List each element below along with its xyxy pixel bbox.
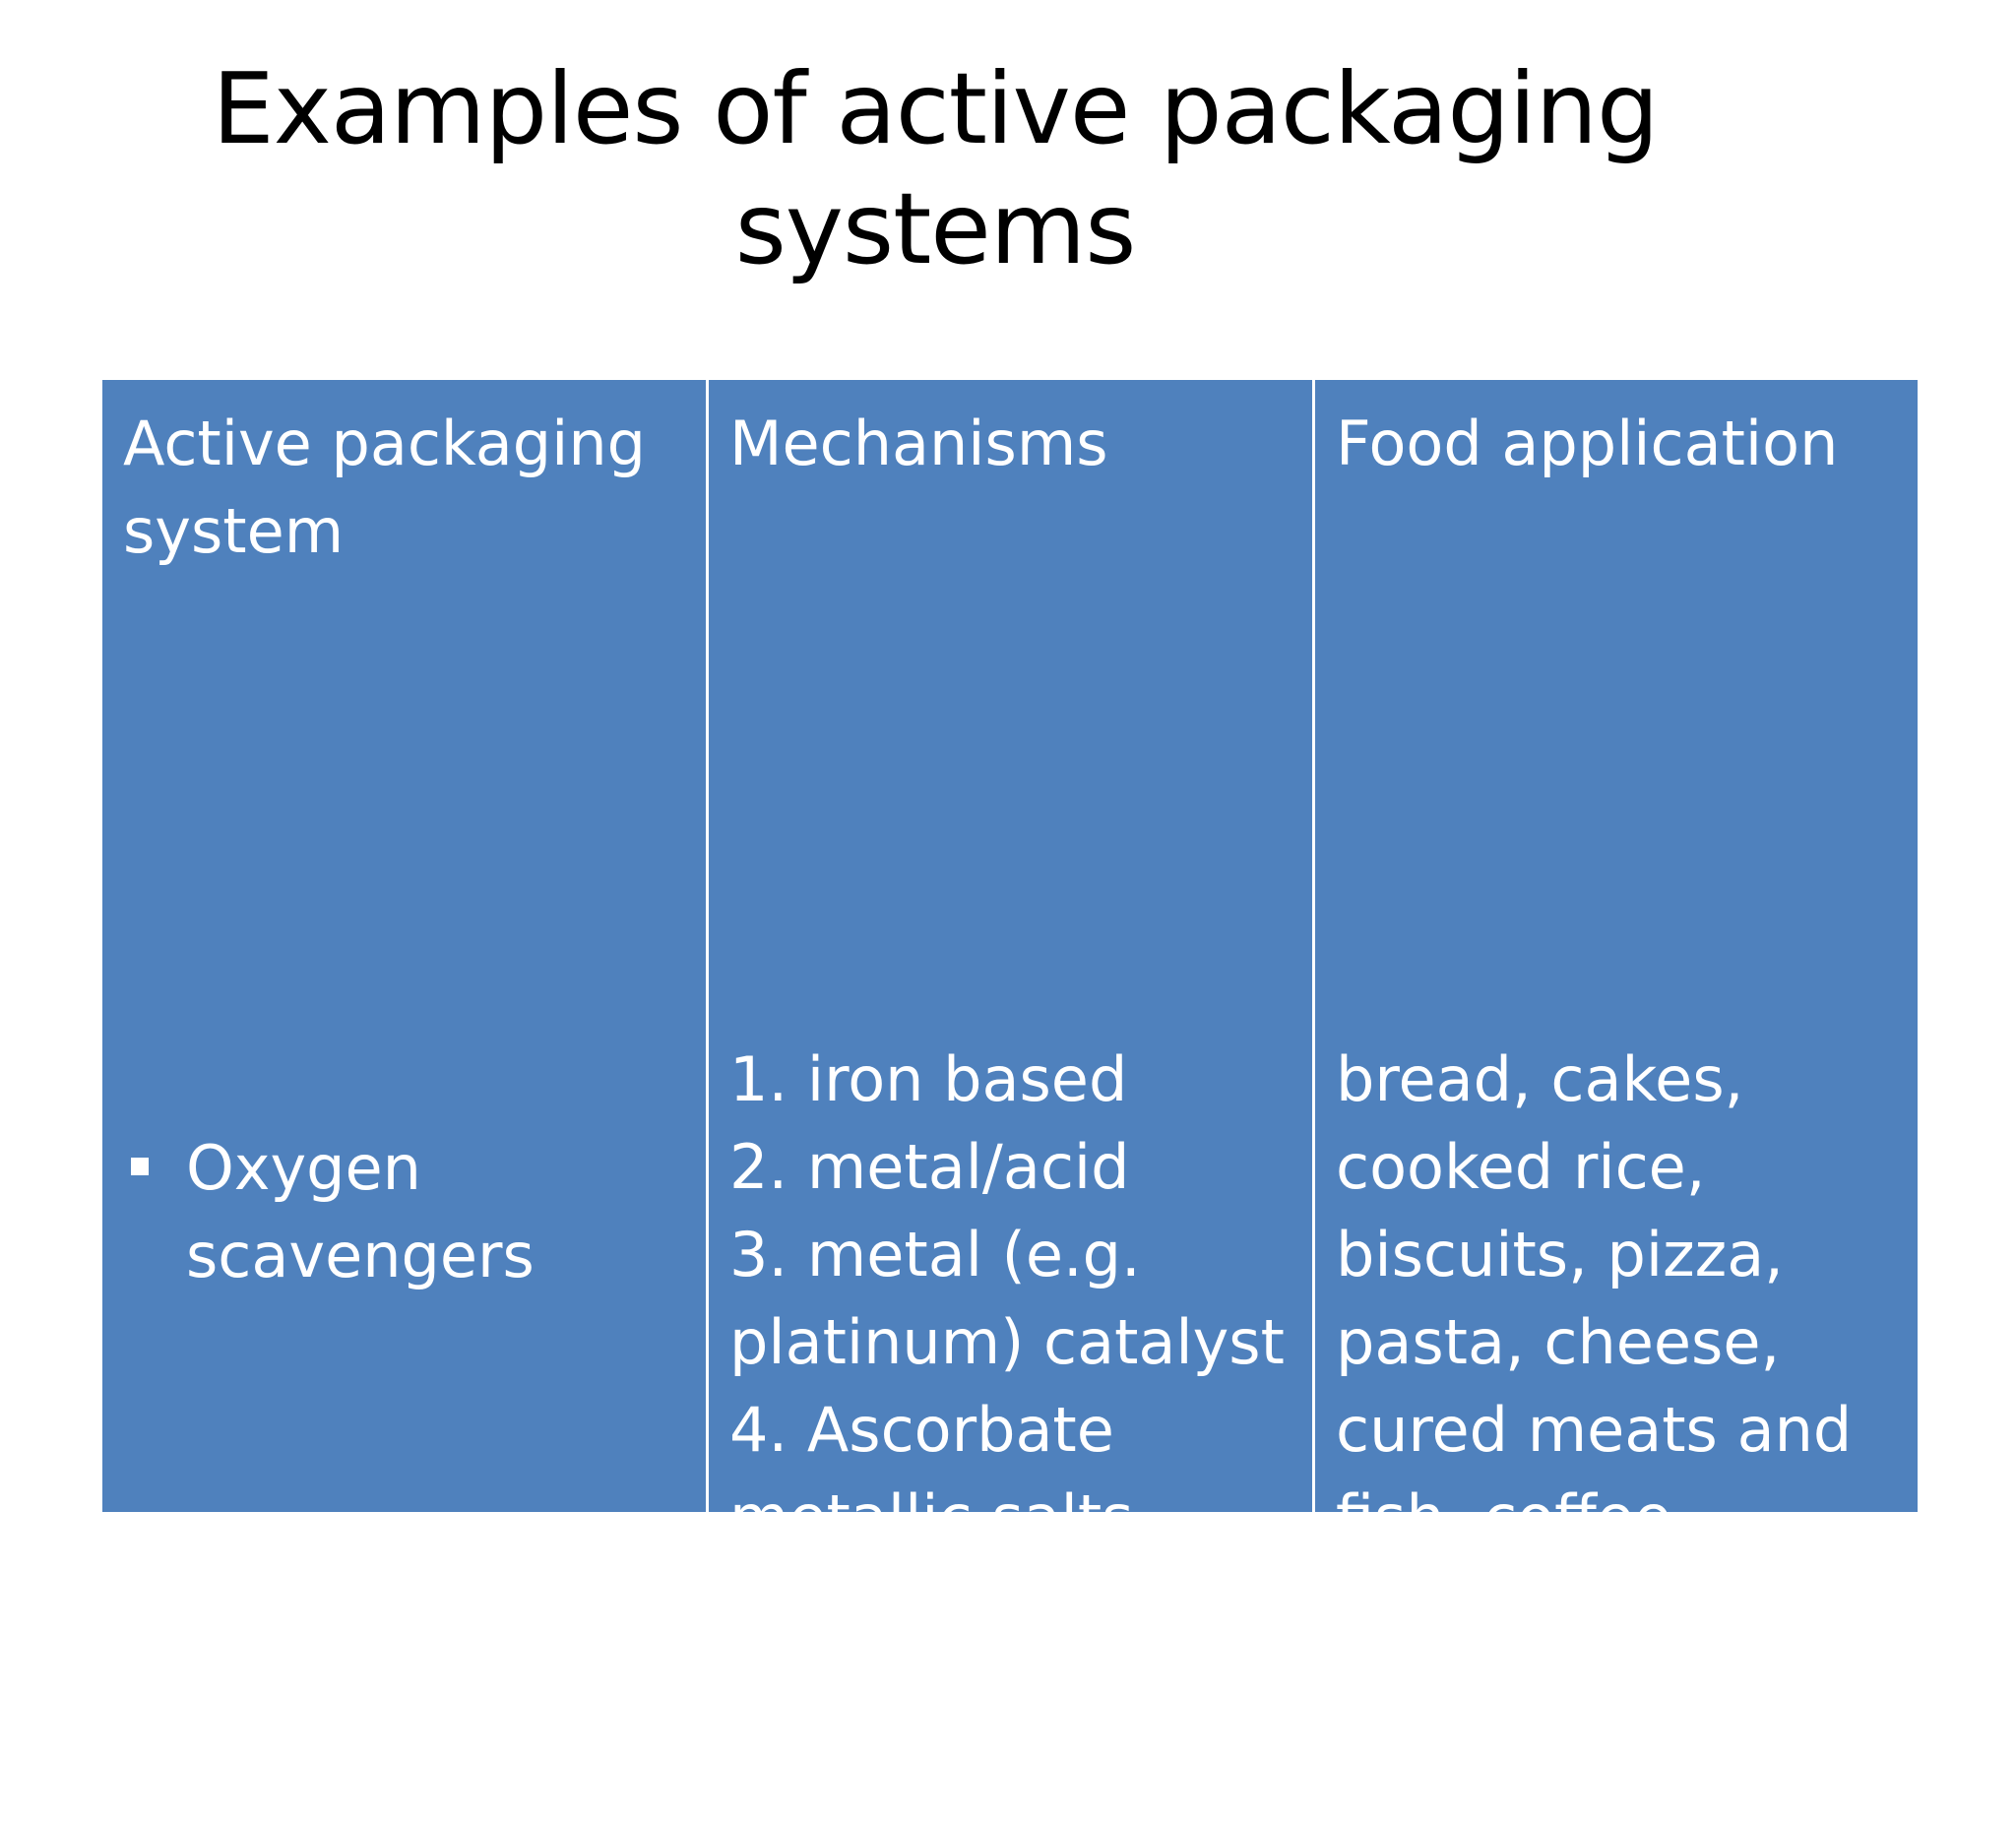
header-line: Active packaging — [123, 408, 646, 479]
header-line: system — [123, 495, 345, 567]
application-line: foods and — [1336, 1657, 1637, 1729]
header-line: Mechanisms — [729, 408, 1108, 479]
application-line: bread, cakes, — [1336, 1043, 1744, 1115]
system-cell: Oxygen scavengers — [123, 1124, 689, 1299]
header-mechanisms: Mechanisms — [729, 400, 1291, 487]
application-line: snack foods, dried — [1336, 1569, 1895, 1641]
application-line: cooked rice, — [1336, 1131, 1706, 1203]
column-divider — [706, 380, 709, 1512]
header-line: Food application — [1336, 408, 1839, 479]
active-packaging-table: Active packaging system Oxygen scavenger… — [102, 380, 1918, 1816]
application-line: cured meats and — [1336, 1394, 1853, 1466]
slide-title: Examples of active packaging systems — [148, 49, 1723, 289]
square-bullet-icon — [131, 1158, 149, 1175]
header-active-packaging-system: Active packaging system — [123, 400, 684, 575]
application-line: biscuits, pizza, — [1336, 1219, 1784, 1290]
mechanism-line: metallic salts — [729, 1481, 1134, 1553]
slide-title-line-1: Examples of active packaging — [212, 51, 1660, 166]
column-active-packaging-system: Active packaging system Oxygen scavenger… — [102, 380, 706, 1512]
system-line: scavengers — [186, 1220, 535, 1291]
mechanism-line: platinum) catalyst — [729, 1306, 1285, 1378]
header-food-application: Food application — [1336, 400, 1897, 487]
food-application-cell: bread, cakes, cooked rice, biscuits, piz… — [1336, 1036, 1902, 1824]
system-line: Oxygen — [186, 1132, 421, 1204]
application-line: Beverages. — [1336, 1744, 1679, 1816]
mechanism-line: 1. iron based — [729, 1043, 1128, 1115]
mechanisms-cell: 1. iron based 2. metal/acid 3. metal (e.… — [729, 1036, 1295, 1649]
application-line: pasta, cheese, — [1336, 1306, 1781, 1378]
bullet-list-item: Oxygen scavengers — [123, 1124, 689, 1299]
mechanism-line: 2. metal/acid — [729, 1131, 1130, 1203]
column-mechanisms: Mechanisms 1. iron based 2. metal/acid 3… — [709, 380, 1312, 1641]
mechanism-line: 4. Ascorbate — [729, 1394, 1114, 1466]
application-line: fish, coffee, — [1336, 1481, 1691, 1553]
slide-title-line-2: systems — [734, 171, 1137, 286]
mechanism-line: 5. enzyme based — [729, 1569, 1252, 1641]
mechanism-line: 3. metal (e.g. — [729, 1219, 1141, 1290]
column-divider — [1312, 380, 1315, 1512]
column-food-application: Food application bread, cakes, cooked ri… — [1315, 380, 1918, 1816]
